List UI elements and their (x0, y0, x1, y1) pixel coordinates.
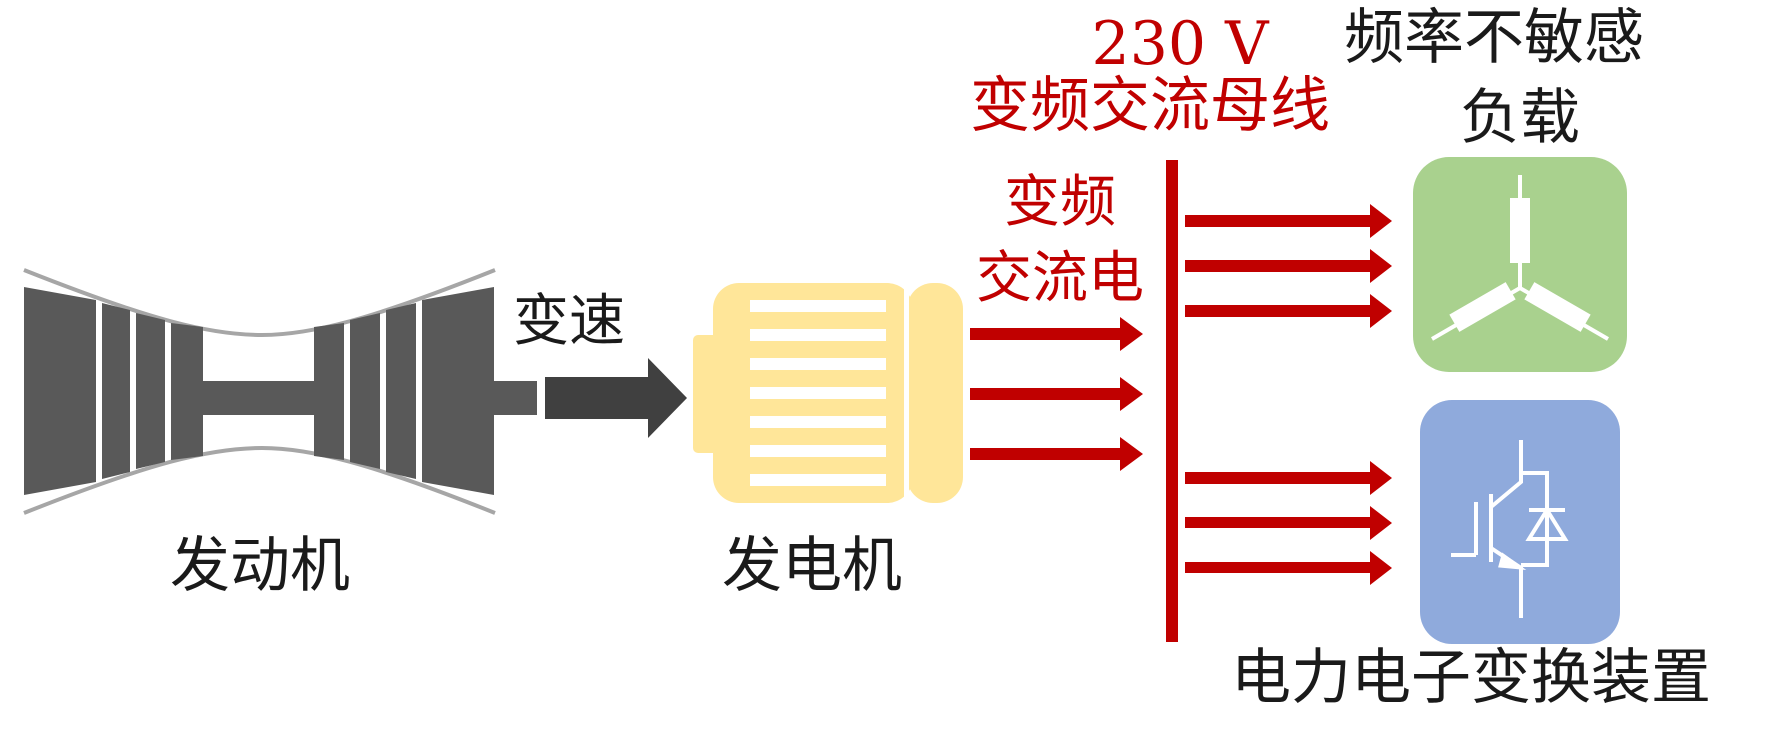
engine-casing-bottom (23, 445, 496, 515)
emitter-arrow (1498, 552, 1527, 571)
shaft-arrow (545, 358, 687, 438)
generator-icon (693, 283, 963, 503)
load-arrow (1185, 294, 1392, 328)
engine-blade (386, 303, 416, 479)
load-arrows (1185, 204, 1392, 585)
engine-shaft-output (494, 381, 537, 415)
feed-arrows (970, 317, 1143, 471)
diode-wire (1521, 471, 1549, 567)
resistive-load-icon (1413, 157, 1627, 372)
generator-separator (904, 283, 909, 503)
generator-fin (750, 387, 886, 399)
bus-voltage-label: 230 V (1091, 9, 1269, 79)
generator-fin (750, 445, 886, 457)
vf-ac-label-line2: 交流电 (976, 246, 1144, 311)
load-arrow (1185, 249, 1392, 283)
load-resistor (1524, 282, 1591, 332)
converter-label: 电力电子变换装置 (1231, 643, 1711, 713)
engine-casing-top (23, 268, 496, 338)
generator-fin (750, 474, 886, 486)
converter-box (1420, 400, 1620, 644)
engine-blade (422, 287, 494, 495)
generator-fin (750, 416, 886, 428)
feed-arrow (970, 437, 1143, 471)
feed-arrow (970, 377, 1143, 411)
load-arrow (1185, 204, 1392, 238)
load-resistor (1449, 282, 1516, 332)
variable-speed-label: 变速 (513, 289, 625, 354)
engine-blade (314, 323, 344, 460)
diode-triangle (1525, 506, 1569, 541)
engine-blade (136, 313, 165, 469)
converter-arrow (1185, 506, 1392, 540)
converter-arrow (1185, 551, 1392, 585)
generator-fin (750, 329, 886, 341)
engine-blade (350, 313, 380, 469)
converter-arrow (1185, 461, 1392, 495)
vf-ac-label-line1: 变频 (1004, 170, 1116, 235)
generator-label: 发电机 (722, 531, 902, 601)
collector (1489, 440, 1523, 509)
engine-blade (171, 323, 203, 460)
load-label-line2: 负载 (1460, 83, 1580, 153)
gas-turbine-icon (23, 268, 537, 515)
igbt-icon (1420, 400, 1620, 644)
ac-bus-bar (1166, 160, 1178, 642)
bus-name-label: 变频交流母线 (970, 71, 1330, 141)
load-label-line1: 频率不敏感 (1344, 3, 1644, 73)
generator-endcap (907, 283, 963, 503)
engine-blade (102, 303, 130, 479)
engine-shaft (203, 381, 314, 415)
generator-fin (750, 300, 886, 312)
engine-blade (24, 287, 96, 495)
feed-arrow (970, 317, 1143, 351)
load-resistor (1510, 198, 1530, 263)
generator-fin (750, 358, 886, 370)
engine-label: 发动机 (170, 531, 350, 601)
